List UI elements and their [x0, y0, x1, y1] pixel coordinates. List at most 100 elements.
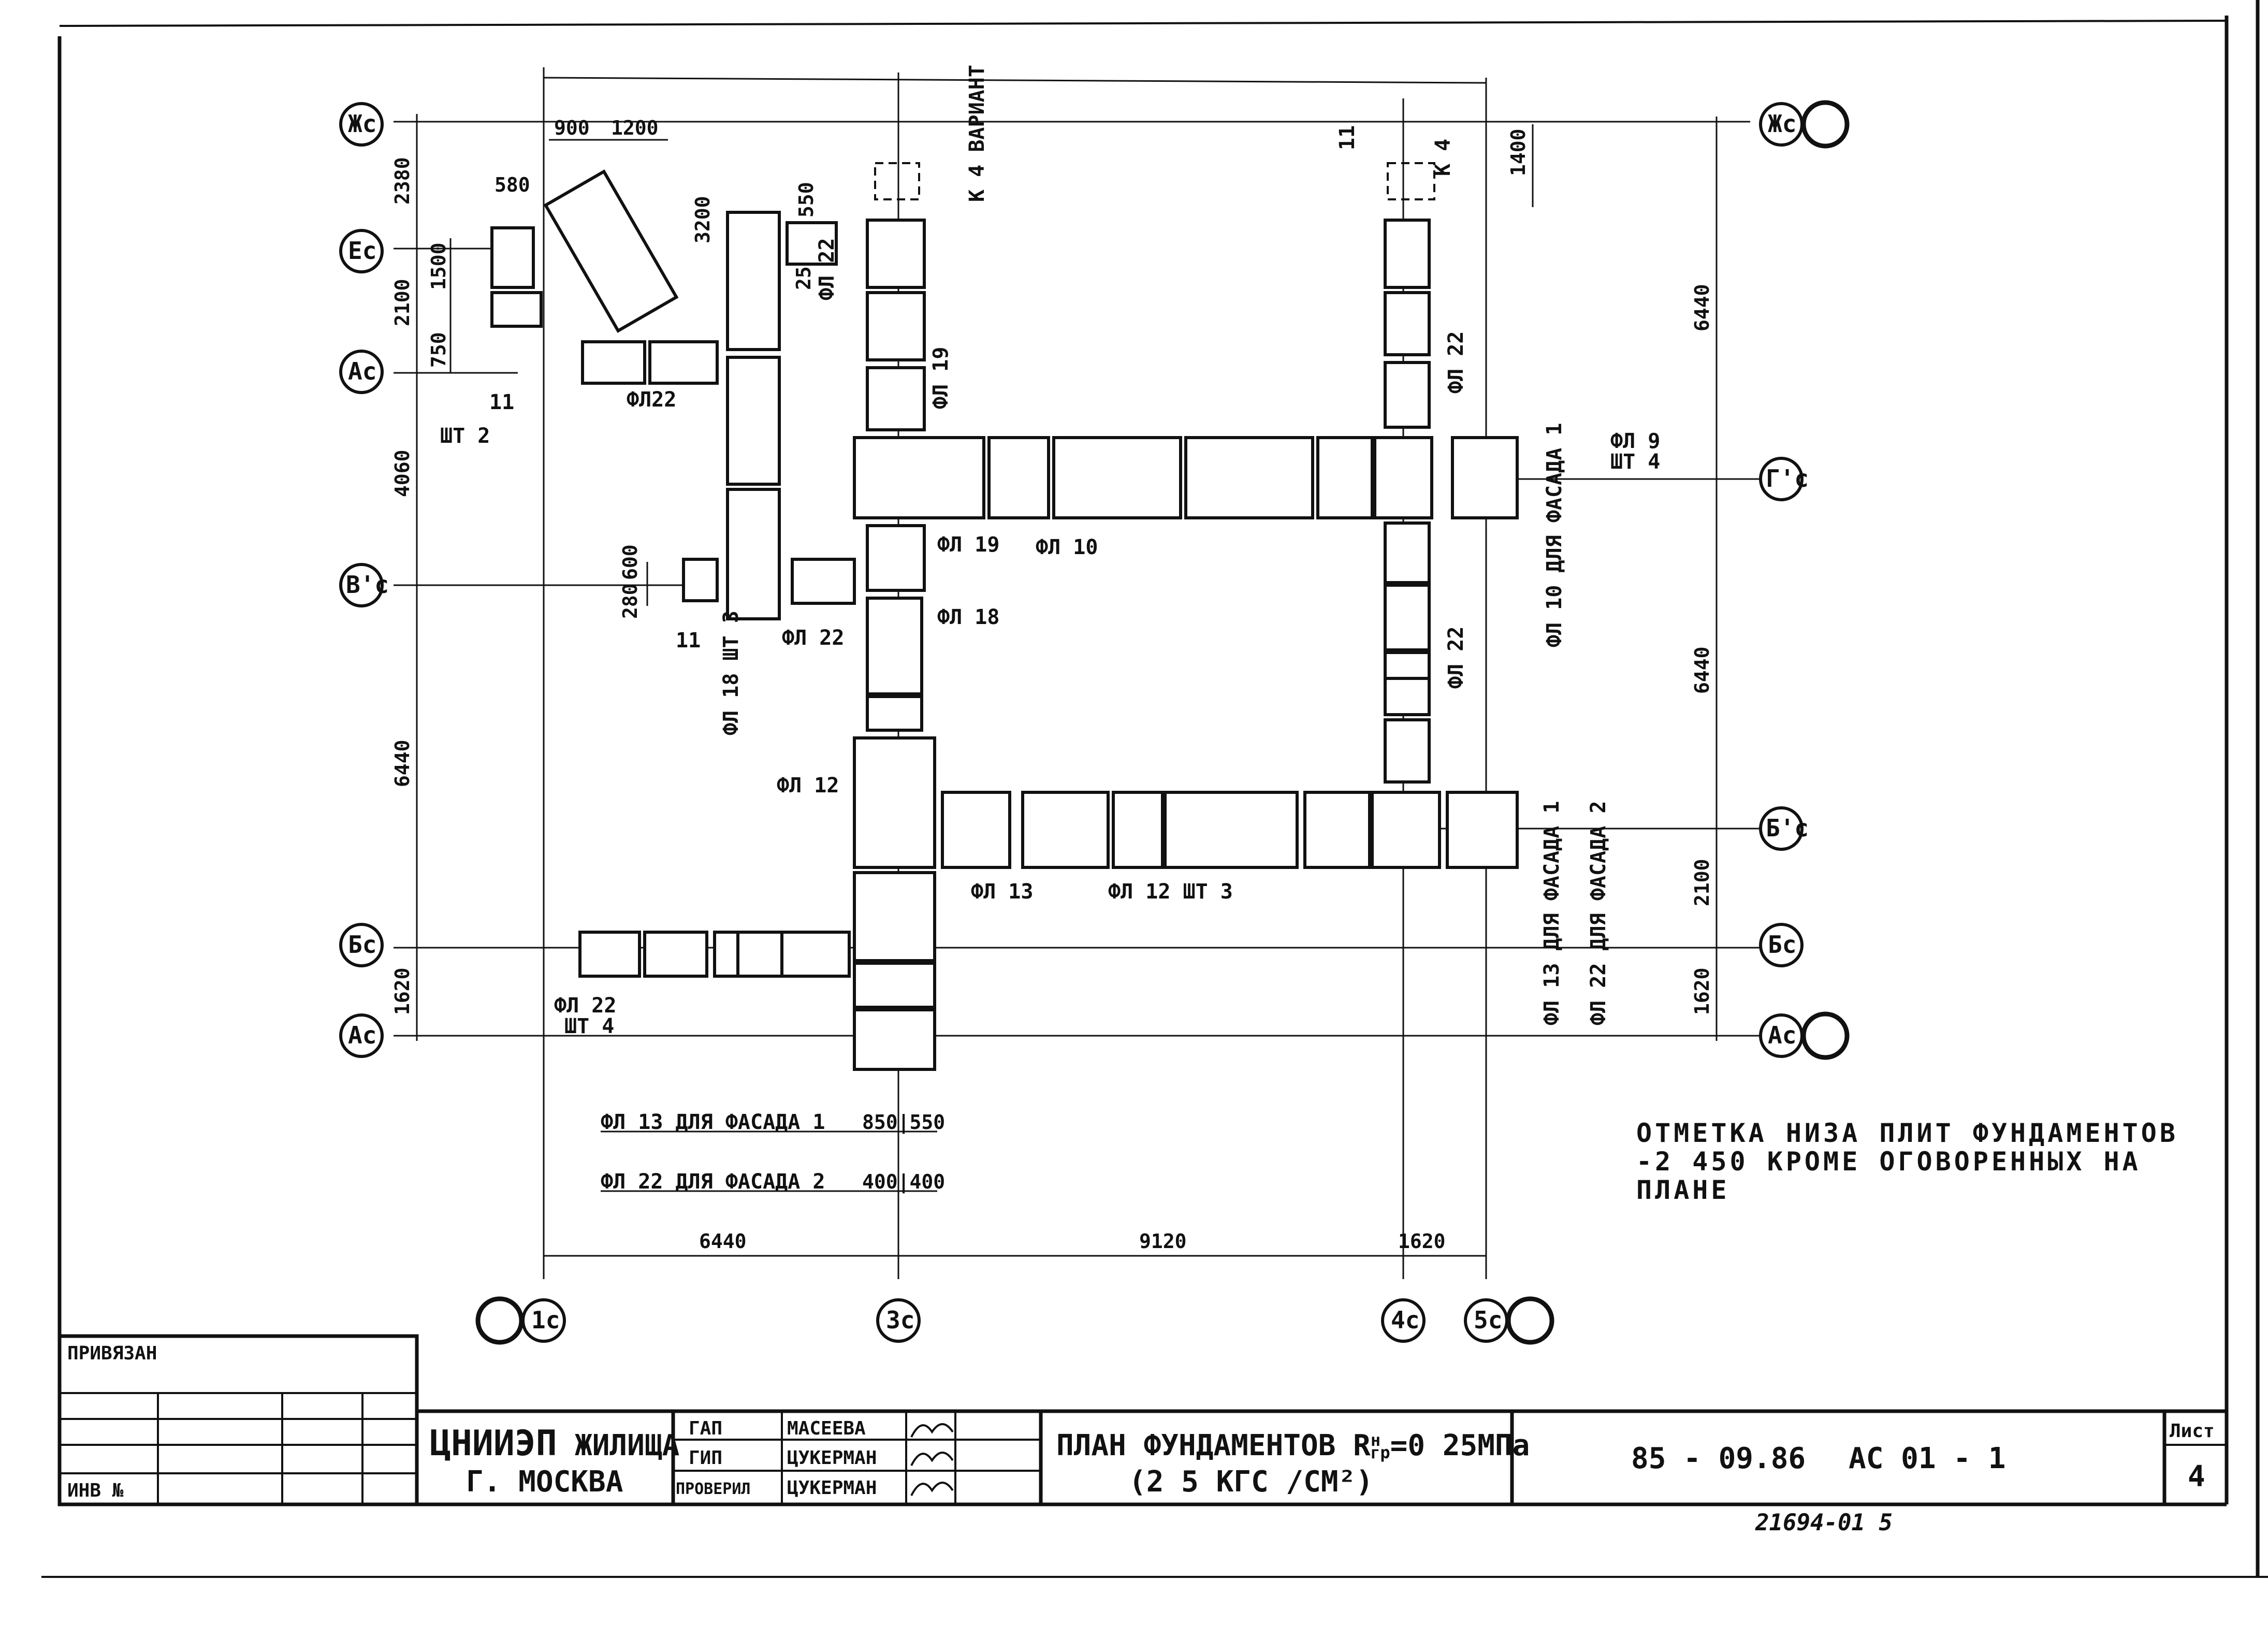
- dim-top-2: 3200: [691, 196, 714, 243]
- pad: [853, 736, 936, 869]
- tb-code: 85 - 09.86: [1631, 1442, 1806, 1475]
- dim-right-4: 1400: [1507, 128, 1530, 176]
- axis-label-b: Бc: [348, 931, 376, 959]
- tb-list-label: Лист: [2170, 1420, 2215, 1442]
- pad: [1384, 291, 1431, 356]
- tb-name-check: ЦУКЕРМАН: [787, 1477, 877, 1499]
- pad: [726, 356, 781, 486]
- pad: [866, 695, 923, 732]
- tb-stamp: 21694-01 5: [1755, 1510, 1893, 1536]
- axis-label-col3: 3c: [886, 1306, 914, 1334]
- label-sht2: ШТ 2: [440, 424, 490, 448]
- pad: [578, 931, 641, 978]
- pad: [1384, 219, 1431, 289]
- pad: [1384, 718, 1431, 784]
- axis-label-a-top: Ac: [348, 357, 376, 385]
- foundation-pads: [490, 162, 1519, 1071]
- axis-bubble: [521, 1298, 566, 1343]
- tb-name-gip: ЦУКЕРМАН: [787, 1447, 877, 1469]
- label-fl22-d: ФЛ 22: [1444, 331, 1468, 394]
- label-fl22-sht4: ФЛ 22: [554, 994, 616, 1018]
- title-block: ПРИВЯЗАН ИНВ № ЦНИИЭП ЖИЛИЩА Г. МОСКВА Г…: [57, 1334, 2227, 1536]
- label-fl18-sht3: ФЛ 18 ШТ 3: [719, 611, 743, 735]
- pad: [726, 488, 781, 620]
- label-fl22-f2-dims: 400|400: [862, 1170, 945, 1194]
- variant-pad: [1387, 162, 1435, 200]
- axis-label-zh: Жc: [348, 110, 376, 138]
- axis-bubbles: Жc Ec Ac В'c Бc Ac Жc Г'c Б'c Бc Ac 1c 3…: [339, 100, 1850, 1345]
- label-fl22-a: ФЛ22: [627, 388, 676, 412]
- axis-label-col1: 1c: [531, 1306, 560, 1334]
- axis-bubble: [339, 350, 384, 394]
- dim-left-4: 1620: [391, 967, 414, 1015]
- pad: [853, 436, 985, 519]
- pad: [1316, 436, 1374, 519]
- pad: [1021, 791, 1110, 869]
- note-line-3: ПЛАНЕ: [1636, 1175, 1730, 1205]
- dim-right-3: 1620: [1691, 967, 1713, 1015]
- axis-bubble: [1759, 806, 1804, 851]
- axis-label-zh-r: Жc: [1768, 110, 1796, 138]
- label-fl9: ФЛ 9: [1610, 429, 1660, 453]
- note-line-2: -2 450 КРОМЕ ОГОВОРЕННЫХ НА: [1636, 1147, 2141, 1177]
- pad: [866, 219, 926, 289]
- signature-2: [910, 1452, 954, 1466]
- variant-pad: [874, 162, 920, 200]
- signature-1: [910, 1423, 954, 1438]
- label-fl19-b: ФЛ 19: [937, 533, 999, 557]
- pad: [581, 340, 646, 385]
- label-fl10-f1: ФЛ 10 ДЛЯ ФАСАДА 1: [1543, 423, 1566, 647]
- label-11-c: 11: [1335, 125, 1359, 150]
- pad: [853, 962, 936, 1009]
- label-fl22-b: ФЛ 22: [815, 238, 839, 300]
- label-fl12-sht3: ФЛ 12 ШТ 3: [1108, 880, 1233, 904]
- label-fl22-e: ФЛ 22: [1444, 627, 1468, 689]
- pad: [648, 340, 719, 385]
- pad: [866, 366, 926, 431]
- axis-label-e: Ec: [348, 237, 376, 265]
- label-fl12: ФЛ 12: [777, 774, 839, 798]
- dim-bottom-0: 6440: [699, 1230, 747, 1253]
- tb-list-num: 4: [2188, 1460, 2205, 1494]
- axis-label-col5: 5c: [1474, 1306, 1502, 1334]
- label-fl13: ФЛ 13: [971, 880, 1033, 904]
- pad: [1451, 436, 1519, 519]
- axis-label-g-r: Г'c: [1766, 465, 1809, 492]
- label-fl13-f1-dims: 850|550: [862, 1111, 945, 1134]
- axis-bubble: [1759, 457, 1804, 501]
- dim-right-0: 6440: [1691, 284, 1713, 331]
- dim-left-small-1: 750: [427, 332, 450, 368]
- label-sht4-r: ШТ 4: [1610, 450, 1660, 474]
- axis-bubble: [339, 563, 384, 607]
- pad: [713, 931, 739, 978]
- tb-sheet-code: АС 01 - 1: [1849, 1442, 2005, 1475]
- tb-org-sub: ЖИЛИЩА: [575, 1429, 679, 1462]
- right-dimensions: 6440 6440 2100 1620 1400: [1507, 128, 1713, 1015]
- tb-role-gap: ГАП: [689, 1418, 722, 1439]
- axis-label-b1-r: Б'c: [1766, 814, 1809, 842]
- pad: [1112, 791, 1164, 869]
- dim-top-4: 550: [795, 182, 818, 218]
- axis-bubble-open: [1506, 1296, 1554, 1345]
- label-k4-variant: К 4 ВАРИАНТ: [965, 65, 989, 202]
- pad: [1446, 791, 1519, 869]
- pad: [1184, 436, 1314, 519]
- dim-top-0: 900: [554, 117, 590, 139]
- pad: [682, 558, 719, 602]
- pad: [1384, 361, 1431, 429]
- label-fl19-a: ФЛ 19: [929, 347, 953, 409]
- pad: [866, 524, 926, 592]
- pad: [853, 871, 936, 962]
- tb-name-gap: МАСЕЕВА: [787, 1418, 866, 1439]
- tb-privyazan: ПРИВЯЗАН: [67, 1343, 157, 1364]
- dim-left-small-3: 280: [619, 583, 642, 619]
- axis-label-a-bot: Ac: [348, 1021, 376, 1049]
- axis-bubble-open: [475, 1296, 524, 1345]
- dim-right-2: 2100: [1691, 859, 1713, 906]
- label-k4: К 4: [1431, 139, 1455, 176]
- label-fl22-f2: ФЛ 22 ДЛЯ ФАСАДА 2: [601, 1170, 825, 1194]
- pad: [1384, 584, 1431, 651]
- pad: [786, 221, 838, 266]
